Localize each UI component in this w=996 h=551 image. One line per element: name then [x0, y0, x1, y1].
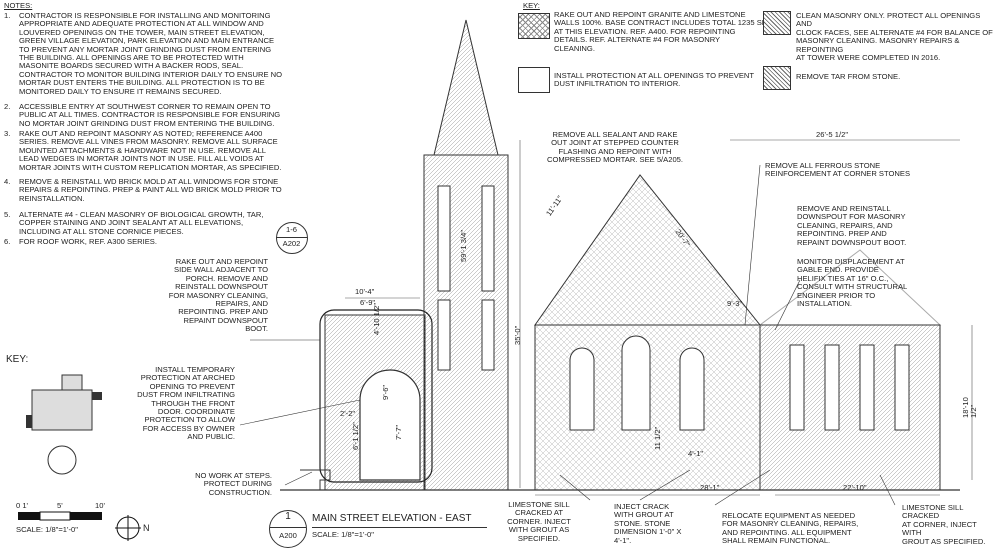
dim-7-7: 7'-7": [394, 424, 403, 440]
spire: [433, 19, 499, 156]
title-tag-sheet: A200: [279, 531, 297, 540]
tower-window-left: [437, 299, 451, 371]
arched-window-1: [569, 347, 595, 431]
section-tag-number: 1-6: [286, 225, 297, 234]
right-wing-wall: [759, 324, 941, 491]
note-number: 4.: [4, 177, 11, 186]
callout-downspout: REMOVE AND REINSTALL DOWNSPOUT FOR MASON…: [797, 204, 907, 247]
dim-9-6: 9'-6": [381, 384, 390, 400]
legend-heading: KEY:: [523, 1, 540, 10]
dim-59-1: 59'-1 3/4": [459, 229, 468, 262]
scale-label-5: 5': [57, 501, 63, 510]
scale-text: SCALE: 1/8"=1'-0": [16, 525, 78, 534]
dim-18-10: 18'-10 1/2": [961, 397, 979, 418]
arched-entry: [359, 369, 421, 481]
callout-sealant: REMOVE ALL SEALANT AND RAKE OUT JOINT AT…: [546, 130, 684, 165]
tower-louver-left: [437, 185, 451, 292]
arched-window-3: [679, 347, 705, 431]
legend-text-clean: CLEAN MASONRY ONLY. PROTECT ALL OPENINGS…: [796, 11, 993, 63]
callout-sill-left: LIMESTONE SILL CRACKED AT CORNER. INJECT…: [507, 500, 571, 543]
legend-swatch-crosshatch: [518, 13, 550, 39]
note-number: 2.: [4, 102, 11, 111]
callout-temp-protection: INSTALL TEMPORARY PROTECTION AT ARCHED O…: [137, 365, 235, 442]
dim-35-0: 35'-0": [513, 325, 522, 345]
callout-relocate: RELOCATE EQUIPMENT AS NEEDED FOR MASONRY…: [722, 511, 859, 546]
callout-monitor: MONITOR DISPLACEMENT AT GABLE END. PROVI…: [797, 257, 908, 309]
note-text: RAKE OUT AND REPOINT MASONRY AS NOTED; R…: [19, 129, 282, 172]
legend-swatch-diagonal-hatch: [763, 66, 791, 90]
key-plan-heading: KEY:: [6, 354, 29, 365]
note-text: REMOVE & REINSTALL WD BRICK MOLD AT ALL …: [19, 177, 282, 203]
north-label: N: [143, 523, 150, 533]
legend-text-tar: REMOVE TAR FROM STONE.: [796, 72, 901, 81]
dim-9-3: 9'-3": [727, 299, 743, 308]
scale-label-10: 10': [95, 501, 105, 510]
note-text: CONTRACTOR IS RESPONSIBLE FOR INSTALLING…: [19, 11, 283, 96]
dim-26-5: 26'-5 1/2": [816, 130, 849, 139]
dim-4-10: 4'-10 1/2": [372, 302, 381, 335]
note-text: FOR ROOF WORK, REF. A300 SERIES.: [19, 237, 157, 246]
notes-heading: NOTES:: [4, 1, 33, 10]
note-number: 5.: [4, 210, 11, 219]
note-text: ACCESSIBLE ENTRY AT SOUTHWEST CORNER TO …: [19, 102, 281, 128]
note-number: 3.: [4, 129, 11, 138]
dim-2-2: 2'-2": [340, 409, 356, 418]
note-text: ALTERNATE #4 - CLEAN MASONRY OF BIOLOGIC…: [19, 210, 264, 236]
dim-4-1: 4'-1": [688, 449, 704, 458]
dim-28-1: 28'-1": [700, 483, 720, 492]
callout-side-wall: RAKE OUT AND REPOINT SIDE WALL ADJACENT …: [168, 257, 268, 334]
callout-steps: NO WORK AT STEPS. PROTECT DURING CONSTRU…: [195, 471, 272, 497]
scale-label-0: 0 1': [16, 501, 29, 510]
callout-ferrous: REMOVE ALL FERROUS STONE REINFORCEMENT A…: [765, 161, 911, 179]
legend-swatch-fine-hatch: [763, 11, 791, 35]
title-tag-circle: [269, 510, 307, 548]
note-number: 1.: [4, 11, 11, 20]
legend-text-protection: INSTALL PROTECTION AT ALL OPENINGS TO PR…: [554, 71, 755, 89]
title-scale: SCALE: 1/8"=1'-0": [312, 530, 374, 539]
dim-6-9: 6'-9": [360, 298, 376, 307]
section-tag-circle: [276, 222, 308, 254]
dim-10-4: 10'-4": [355, 287, 375, 296]
protection-outline: [319, 309, 433, 483]
legend-text-repoint: RAKE OUT AND REPOINT GRANITE AND LIMESTO…: [554, 10, 767, 53]
bell-tower: [423, 154, 509, 491]
tower-louver-right: [481, 185, 495, 292]
callout-sill-right: LIMESTONE SILL CRACKED AT CORNER, INJECT…: [902, 503, 986, 546]
tower-window-right: [481, 299, 495, 371]
section-tag-sheet: A202: [282, 239, 301, 248]
note-number: 6.: [4, 237, 11, 246]
dim-11-half: 11 1/2": [653, 426, 662, 450]
dim-22-10: 22'-10": [843, 483, 867, 492]
title-tag-number: 1: [285, 511, 291, 522]
dim-6-1: 6'-1 1/2": [351, 422, 360, 450]
legend-swatch-outline: [518, 67, 550, 93]
callout-inject: INJECT CRACK WITH GROUT AT STONE. STONE …: [614, 502, 682, 545]
arched-window-2: [621, 335, 651, 431]
title-text: MAIN STREET ELEVATION - EAST: [312, 513, 472, 524]
